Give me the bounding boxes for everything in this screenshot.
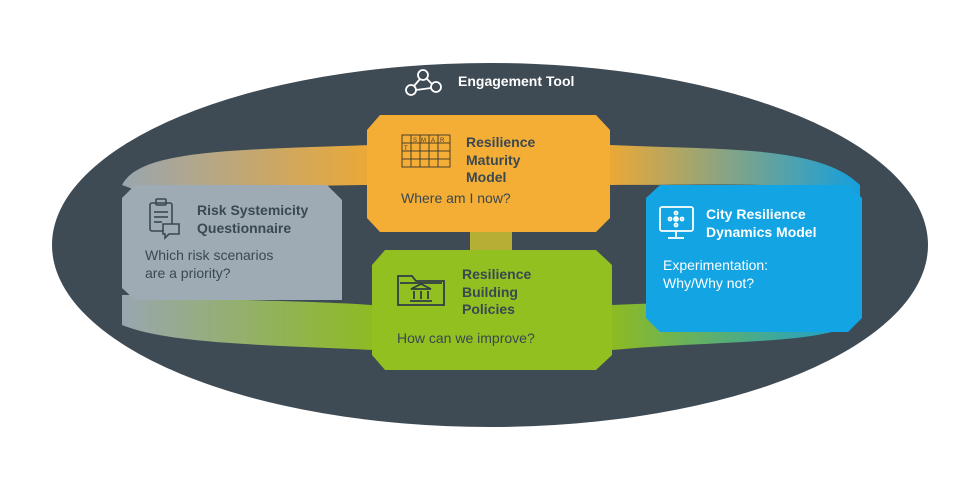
risk-subtitle-line1: Which risk scenarios bbox=[145, 247, 274, 263]
dynamics-subtitle-line1: Experimentation: bbox=[663, 257, 769, 273]
clipboard-chat-icon bbox=[149, 198, 180, 240]
risk-subtitle: Which risk scenarios are a priority? bbox=[145, 247, 273, 282]
maturity-title-line1: Resilience bbox=[466, 134, 536, 150]
smart-letter-t: T bbox=[404, 146, 408, 152]
folder-bank-icon bbox=[397, 275, 445, 306]
monitor-network-icon bbox=[659, 206, 694, 239]
engagement-tool-title: Engagement Tool bbox=[458, 73, 575, 89]
smart-letter-r: R bbox=[440, 138, 445, 144]
dynamics-subtitle: Experimentation: Why/Why not? bbox=[663, 257, 768, 292]
maturity-title-line2: Maturity bbox=[466, 151, 521, 168]
risk-title: Risk Systemicity Questionnaire bbox=[197, 202, 308, 237]
policies-title-line3: Policies bbox=[462, 301, 515, 317]
maturity-title: Resilience Maturity Model bbox=[466, 134, 535, 187]
risk-subtitle-line2: are a priority? bbox=[145, 264, 231, 281]
connector-maturity-policies bbox=[470, 230, 512, 252]
policies-title: Resilience Building Policies bbox=[462, 266, 531, 319]
network-nodes-icon bbox=[405, 69, 442, 96]
risk-title-line2: Questionnaire bbox=[197, 219, 292, 236]
dynamics-title: City Resilience Dynamics Model bbox=[706, 206, 816, 241]
maturity-title-line3: Model bbox=[466, 169, 507, 185]
smart-letter-a: A bbox=[431, 138, 435, 144]
policies-title-line1: Resilience bbox=[462, 266, 532, 282]
node-maturity-shape bbox=[367, 115, 610, 232]
smart-grid-icon: S M A R T bbox=[401, 134, 451, 168]
dynamics-title-line2: Dynamics Model bbox=[706, 223, 817, 240]
maturity-subtitle: Where am I now? bbox=[401, 190, 511, 206]
policies-title-line2: Building bbox=[462, 283, 518, 300]
policies-subtitle: How can we improve? bbox=[397, 330, 535, 346]
node-risk-shape bbox=[122, 185, 342, 300]
smart-letter-s: S bbox=[413, 138, 417, 144]
risk-title-line1: Risk Systemicity bbox=[197, 202, 309, 218]
dynamics-subtitle-line2: Why/Why not? bbox=[663, 274, 755, 291]
smart-letter-m: M bbox=[421, 138, 426, 144]
ribbon-risk-policies bbox=[122, 295, 372, 350]
node-policies-shape bbox=[372, 250, 612, 370]
dynamics-title-line1: City Resilience bbox=[706, 206, 806, 222]
node-dynamics-shape bbox=[646, 185, 862, 332]
